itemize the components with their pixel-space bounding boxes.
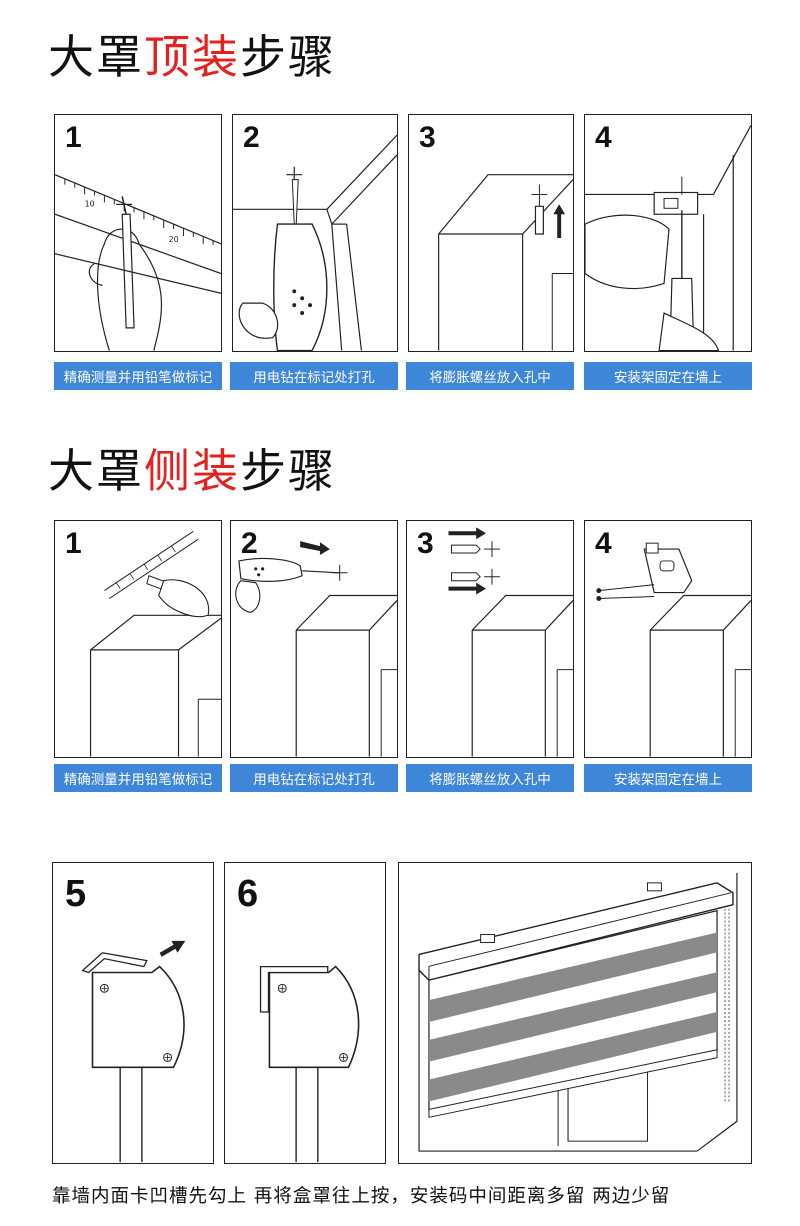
title-highlight: 顶装 xyxy=(144,30,240,84)
top-step-3-caption: 将膨胀螺丝放入孔中 xyxy=(406,362,574,390)
side-measure-illustration xyxy=(89,530,221,757)
step-5-panel: 5 xyxy=(52,862,214,1164)
ruler-tick-10: 10 xyxy=(85,199,95,208)
step-6-panel: 6 xyxy=(224,862,386,1164)
step-number: 4 xyxy=(595,527,612,560)
drill-illustration xyxy=(233,134,397,351)
side-step-4-panel: 4 xyxy=(584,520,752,758)
step-number: 5 xyxy=(65,873,87,915)
step-number: 2 xyxy=(243,121,260,154)
side-step-1-caption: 精确测量并用铅笔做标记 xyxy=(54,764,222,792)
title-suffix: 步骤 xyxy=(240,30,336,84)
step-number: 1 xyxy=(65,121,82,154)
footer-note: 靠墙内面卡凹槽先勾上 再将盒罩往上按，安装码中间距离多留 两边少留 xyxy=(52,1186,671,1207)
top-step-1-panel: 10 20 1 xyxy=(54,114,222,352)
title-prefix: 大罩 xyxy=(48,444,144,498)
step-number: 3 xyxy=(419,121,436,154)
installed-blind-panel xyxy=(398,862,752,1164)
side-step-2-caption: 用电钻在标记处打孔 xyxy=(230,764,398,792)
title-prefix: 大罩 xyxy=(48,30,144,84)
anchor-insert-illustration xyxy=(438,174,573,351)
side-mount-title: 大罩侧装步骤 xyxy=(48,448,336,494)
title-suffix: 步骤 xyxy=(240,444,336,498)
top-mount-title: 大罩顶装步骤 xyxy=(48,34,336,80)
top-step-2-caption: 用电钻在标记处打孔 xyxy=(230,362,398,390)
step-number: 3 xyxy=(417,527,434,560)
side-step-3-panel: 3 xyxy=(406,520,574,758)
side-drill-illustration xyxy=(235,541,397,757)
installed-blind-illustration xyxy=(418,872,738,1152)
side-step-2-panel: 2 xyxy=(230,520,398,758)
step-number: 2 xyxy=(241,527,258,560)
top-step-4-caption: 安装架固定在墙上 xyxy=(584,362,752,390)
step-number: 4 xyxy=(595,121,612,154)
side-bracket-illustration xyxy=(596,542,751,757)
cover-hook-illustration xyxy=(81,940,186,1163)
ruler-tick-20: 20 xyxy=(169,235,179,244)
top-step-2-panel: 2 xyxy=(232,114,398,352)
measure-mark-illustration: 10 20 xyxy=(55,174,221,351)
step-number: 6 xyxy=(237,873,259,915)
step-number: 1 xyxy=(65,527,82,560)
side-step-1-panel: 1 xyxy=(54,520,222,758)
side-step-4-caption: 安装架固定在墙上 xyxy=(584,764,752,792)
title-highlight: 侧装 xyxy=(144,444,240,498)
top-step-1-caption: 精确测量并用铅笔做标记 xyxy=(54,362,222,390)
top-step-4-panel: 4 xyxy=(584,114,752,352)
side-step-3-caption: 将膨胀螺丝放入孔中 xyxy=(406,764,574,792)
cover-press-illustration xyxy=(259,965,360,1163)
top-step-3-panel: 3 xyxy=(408,114,574,352)
bracket-fix-illustration xyxy=(585,125,751,351)
side-anchor-illustration xyxy=(448,527,573,757)
